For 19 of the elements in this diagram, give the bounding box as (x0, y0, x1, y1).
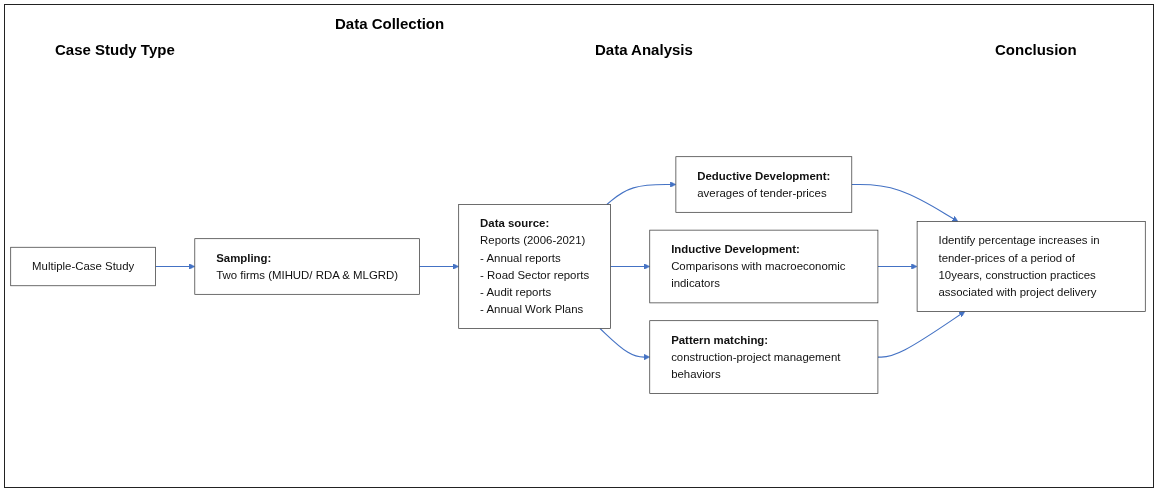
arrow (609, 263, 651, 270)
node-box: Pattern matching: construction-project management behaviors (649, 320, 879, 394)
node-box: Inductive Development: Comparisons with macroeconomic indicators (649, 229, 879, 304)
arrow (155, 263, 196, 270)
column-heading: Data Collection (335, 15, 445, 32)
arrow (606, 181, 677, 205)
column-heading: Conclusion (995, 41, 1077, 58)
node-box: Data source: Reports (2006-2021) - Annual reports - Road Sector reports - Audit reports - Annual Work Plans (458, 204, 611, 329)
arrow (418, 263, 459, 270)
node-box: Multiple-Case Study (10, 246, 156, 287)
column-heading: Case Study Type (55, 41, 175, 58)
arrow (851, 183, 959, 222)
column-heading: Data Analysis (595, 41, 693, 58)
arrow (877, 311, 966, 358)
node-box: Deductive Development: averages of tender-prices (675, 156, 853, 213)
node-box: Sampling: Two firms (MIHUD/ RDA & MLGRD) (194, 238, 420, 295)
arrow (877, 263, 918, 270)
node-box: Identify percentage increases in tender-prices of a period of 10years, construction practices associated with project delivery (916, 221, 1146, 312)
arrow (599, 327, 651, 361)
